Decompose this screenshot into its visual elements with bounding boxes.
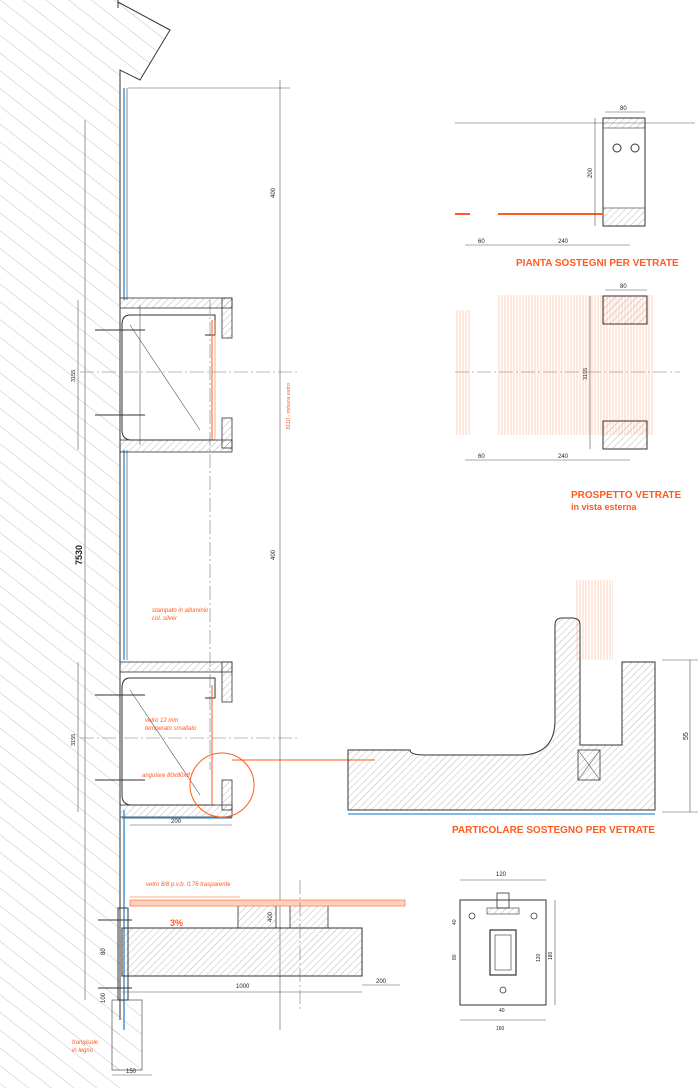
tube-section	[459, 879, 556, 1021]
lower-bracket	[80, 661, 375, 819]
dim-total-height: 7530	[74, 545, 84, 565]
bracket-dimensions	[77, 120, 232, 1000]
dim-section-h4: 180	[548, 951, 554, 960]
upper-bracket	[80, 297, 300, 453]
plan-title: PIANTA SOSTEGNI PER VETRATE	[516, 258, 679, 269]
note-glass-1: vetro 12 mm	[145, 718, 178, 724]
dim-bracket-a: 3155	[71, 370, 77, 382]
upper-guides	[128, 80, 290, 1030]
dim-bracket-b: 3155	[71, 734, 77, 746]
dim-elev-offset: 60	[478, 454, 485, 460]
dim-lower-span: 400	[271, 549, 277, 560]
dim-bracket-width: 200	[171, 819, 182, 825]
dim-section-width: 120	[496, 872, 507, 878]
dim-footer-width: 150	[126, 1069, 137, 1075]
slope-label: 3%	[170, 918, 183, 928]
dim-beam-height: 80	[101, 948, 107, 955]
support-detail	[347, 580, 698, 815]
dim-upper-span: 400	[271, 187, 277, 198]
dim-elev-span: 240	[558, 454, 569, 460]
note-glass-2: temperato smaltato	[145, 726, 197, 732]
detail-title: PARTICOLARE SOSTEGNO PER VETRATE	[452, 825, 655, 836]
dim-section-h3: 120	[536, 953, 542, 962]
elevation-subtitle: in vista esterna	[571, 502, 638, 512]
glass-pane	[123, 88, 128, 1030]
dim-elev-height: 3155	[583, 368, 589, 380]
note-angle: angolare 80x80x8	[142, 773, 190, 779]
labels: PIANTA SOSTEGNI PER VETRATE PROSPETTO VE…	[71, 106, 690, 1075]
dim-plan-width: 80	[620, 106, 627, 112]
dim-section-b2: 160	[496, 1026, 505, 1032]
dim-plan-height: 200	[588, 167, 594, 178]
note-glass-measure: 3110 - misura vetro	[286, 383, 292, 430]
dim-beam-post: 400	[268, 911, 274, 922]
note-flashing-2: in legno	[72, 1048, 94, 1054]
note-aluminium-1: stampato in alluminio	[152, 608, 209, 614]
plan-view	[455, 111, 695, 246]
dim-detail-height: 55	[683, 732, 690, 740]
dim-plan-span: 240	[558, 239, 569, 245]
note-laminated: vetro 8/8 p.v.b. 0,76 trasparente	[146, 882, 231, 888]
elevation-view	[455, 289, 680, 461]
bottom-beam	[98, 880, 406, 1076]
dim-beam-length: 1000	[236, 984, 250, 990]
dim-section-h1: 40	[452, 919, 458, 925]
elevation-title: PROSPETTO VETRATE	[571, 490, 682, 501]
note-aluminium-2: col. silver	[152, 616, 178, 622]
dim-section-b1: 40	[499, 1008, 505, 1014]
dim-elev-width: 80	[620, 284, 627, 290]
dim-beam-end: 200	[376, 979, 387, 985]
dim-plan-offset: 60	[478, 239, 485, 245]
dim-section-h2: 80	[452, 954, 458, 960]
dim-beam-base: 100	[101, 992, 107, 1003]
note-flashing-1: frangisole	[72, 1040, 99, 1046]
